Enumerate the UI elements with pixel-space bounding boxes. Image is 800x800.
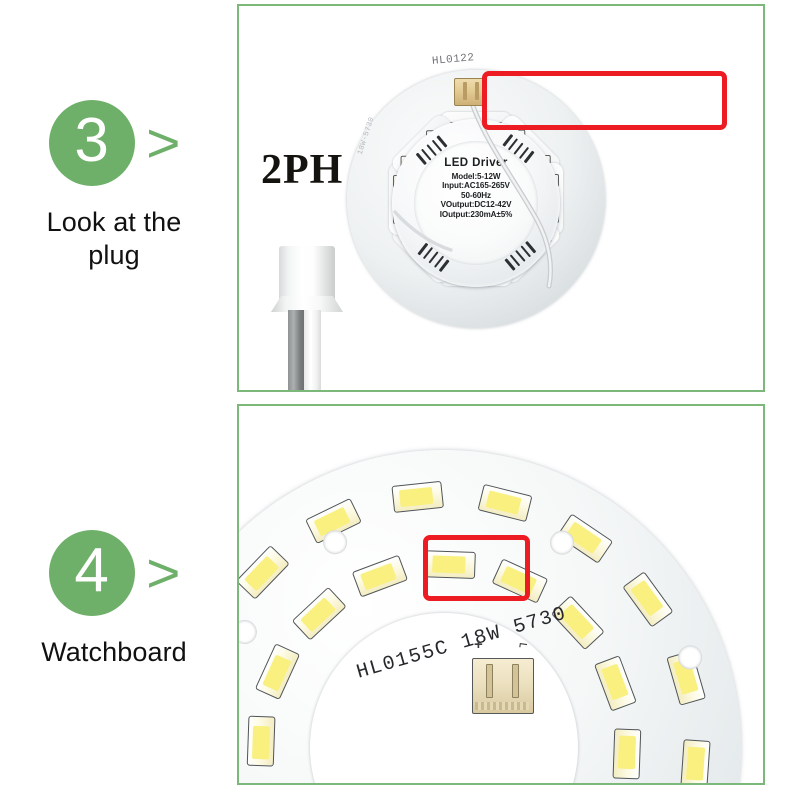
connector-pin-2	[475, 82, 479, 100]
driver-spec-ioutput: IOutput:230mA±5%	[439, 209, 513, 219]
plug-type-label: 2PH	[261, 147, 344, 193]
chevron-right-icon: >	[145, 541, 181, 604]
star-led-board-photo: LED Driver Model:5-12W Input:AC165-265V …	[291, 14, 661, 384]
step-3-column: 3 > Look at the plug	[0, 100, 228, 272]
board-code-label: HL0122	[431, 52, 476, 68]
driver-spec-input: Input:AC165-265V	[442, 181, 510, 191]
connector-positive-mark: +	[474, 636, 483, 653]
led-chip	[612, 727, 642, 779]
step-3-caption: Look at the plug	[8, 206, 220, 272]
step-3-number-circle: 3	[48, 100, 135, 186]
plug-cable-white	[304, 310, 321, 390]
vent-slot	[438, 259, 450, 273]
board-photo-inner: HL0155C 18W 5730 + ⌐	[239, 406, 763, 783]
step-4-badge-row: 4 >	[0, 530, 228, 616]
plug-photo-inner: 2PH LED Driver Model:5-12W	[239, 6, 763, 390]
connector-pin-2	[512, 664, 519, 698]
ring-led-board-photo: HL0155C 18W 5730 + ⌐	[239, 450, 741, 783]
chevron-right-icon: >	[145, 111, 181, 174]
board-photo-panel: HL0155C 18W 5730 + ⌐	[237, 404, 765, 785]
led-driver-label-text: LED Driver Model:5-12W Input:AC165-265V …	[410, 157, 542, 219]
led-driver-housing: LED Driver Model:5-12W Input:AC165-265V …	[392, 119, 560, 287]
connector-pin-1	[463, 82, 467, 100]
plug-skirt	[271, 296, 343, 312]
led-chip	[680, 738, 711, 783]
step-4-caption-line-1: Watchboard	[41, 637, 187, 667]
step-4-caption: Watchboard	[8, 636, 220, 669]
step-4-number-circle: 4	[48, 530, 135, 616]
connector-highlight-box	[482, 71, 727, 130]
step-3-caption-line-2: plug	[88, 239, 140, 270]
driver-title: LED Driver	[444, 157, 508, 169]
step-3-badge-row: 3 >	[0, 100, 228, 186]
plug-photo-panel: 2PH LED Driver Model:5-12W	[237, 4, 765, 392]
driver-spec-voutput: VOutput:DC12-42V	[440, 200, 512, 210]
plug-housing	[279, 246, 335, 302]
led-chip	[246, 715, 276, 767]
driver-spec-freq: 50-60Hz	[461, 190, 491, 200]
led-chip	[391, 480, 444, 513]
board-connector	[472, 658, 534, 714]
plug-cable-grey	[288, 310, 304, 390]
connector-base	[475, 702, 529, 710]
step-4-column: 4 > Watchboard	[0, 530, 228, 669]
board-code-highlight-box	[423, 535, 530, 601]
step-3-caption-line-1: Look at the	[46, 207, 182, 237]
connector-pin-1	[486, 664, 493, 698]
plug-photo	[269, 246, 351, 390]
driver-spec-model: Model:5-12W	[451, 171, 501, 181]
